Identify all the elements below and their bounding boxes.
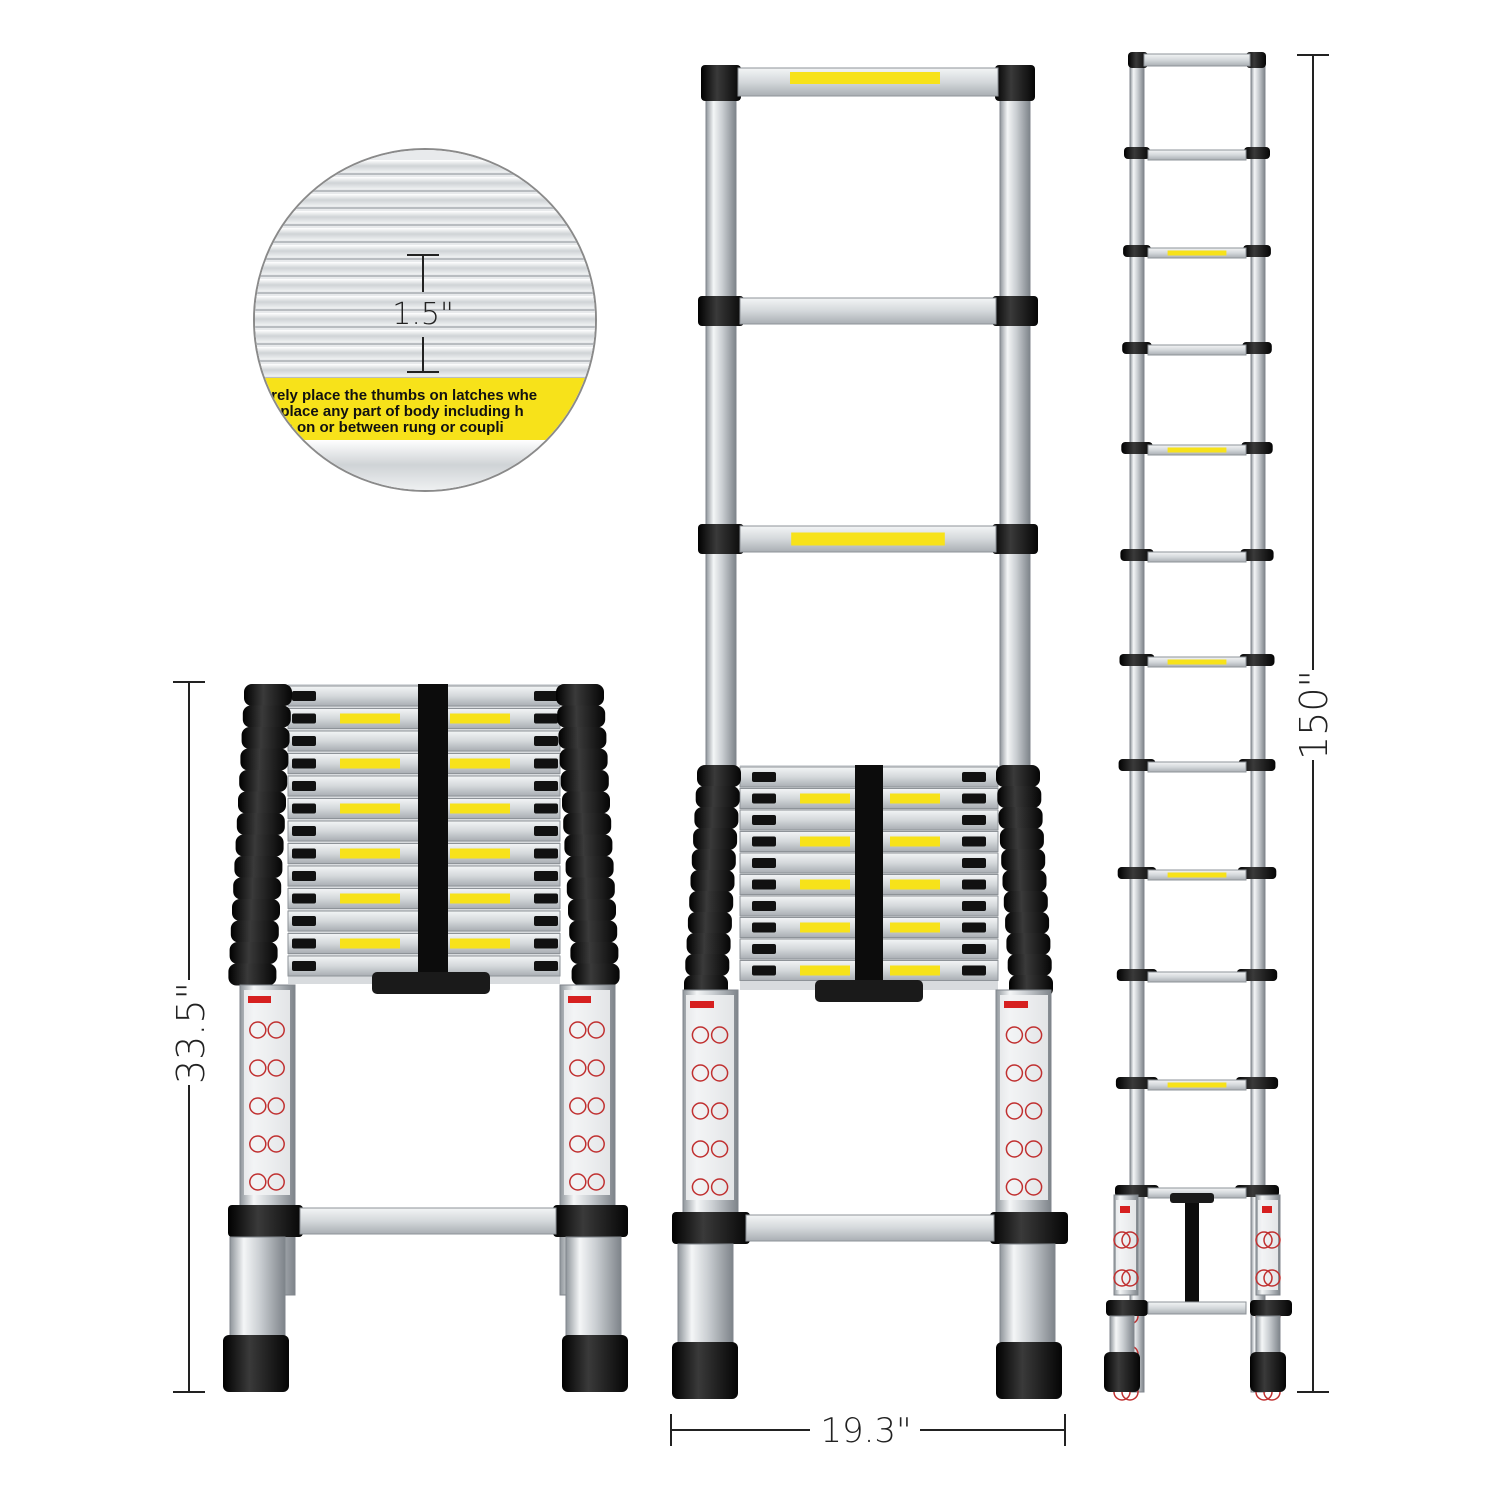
rung-collar: [1240, 549, 1274, 561]
rung-zoom-detail: urely place the thumbs on latches whe ot…: [253, 148, 597, 492]
rung-collar: [1243, 245, 1271, 257]
warning-label-icon: [791, 532, 945, 546]
rung-collar: [1120, 549, 1154, 561]
ladder-rung: [1147, 344, 1247, 356]
rung-collar: [698, 296, 744, 326]
rung-collar: [1239, 654, 1275, 666]
rung-collar: [701, 65, 741, 101]
rung-collar: [228, 1205, 303, 1237]
rung-collar: [1116, 969, 1158, 981]
safety-panel: [686, 995, 734, 1200]
ladder-foot: [672, 1342, 738, 1399]
collapsed-height-label: 33.5": [169, 982, 213, 1084]
rung-collar: [1241, 442, 1273, 454]
zoom-warning-label: [255, 378, 595, 440]
collapsed-ladder: [223, 684, 628, 1392]
rung-collar: [672, 1212, 750, 1244]
rung-collar: [1118, 759, 1156, 771]
safety-panel: [564, 990, 610, 1195]
rung-collar: [1117, 867, 1157, 879]
partially-extended-ladder: [672, 65, 1068, 1399]
rung-collar: [1121, 442, 1153, 454]
rung-collar: [1250, 1300, 1292, 1316]
ladder-rung: [745, 1214, 995, 1242]
rung-collar: [1236, 969, 1278, 981]
rung-collar: [1242, 342, 1272, 354]
fully-extended-ladder: [1104, 52, 1292, 1401]
rung-collar: [1119, 654, 1155, 666]
ladder-rung: [1147, 971, 1247, 983]
ladder-foot: [1104, 1352, 1140, 1392]
rung-collar: [1124, 147, 1150, 159]
strap-icon: [1185, 1195, 1199, 1305]
strap-icon: [855, 765, 883, 985]
rung-collar: [990, 1212, 1068, 1244]
zoom-label-line2: ot place any part of body including h: [262, 403, 524, 420]
ladder-rung: [739, 297, 997, 325]
ladder-rung: [299, 1207, 557, 1235]
rung-collar: [1128, 52, 1148, 68]
ladder-foot: [562, 1335, 628, 1392]
warning-label-icon: [1167, 1082, 1227, 1088]
ladder-foot: [996, 1342, 1062, 1399]
rung-collar: [992, 524, 1038, 554]
rung-collar: [1246, 52, 1266, 68]
rung-collar: [1122, 342, 1152, 354]
ladder-rung: [1147, 761, 1247, 773]
ladder-rung: [1143, 53, 1251, 67]
warning-label-icon: [1167, 447, 1227, 453]
safety-panel: [1116, 1200, 1136, 1290]
rung-collar: [995, 65, 1035, 101]
extended-height-label: 150": [1292, 670, 1336, 760]
ladder-foot: [223, 1335, 289, 1392]
ladder-rung: [1147, 1301, 1247, 1315]
rung-collar: [1238, 759, 1276, 771]
zoom-label-line3: mbs on or between rung or coupli: [262, 419, 504, 436]
rung-depth-label: 1.5": [392, 297, 454, 332]
ladder-rung: [1147, 149, 1247, 161]
rung-collar: [698, 524, 744, 554]
warning-label-icon: [1167, 250, 1227, 256]
rung-collar: [1123, 245, 1151, 257]
width-label: 19.3": [820, 1411, 911, 1451]
ruler-icon: [407, 254, 439, 373]
rung-collar: [1237, 867, 1277, 879]
rung-collar: [992, 296, 1038, 326]
warning-label-icon: [1167, 872, 1227, 878]
ladder-foot: [1250, 1352, 1286, 1392]
safety-panel: [244, 990, 290, 1195]
safety-panel: [1258, 1200, 1278, 1290]
rung-collar: [1244, 147, 1270, 159]
zoom-label-line1: urely place the thumbs on latches whe: [262, 387, 537, 404]
warning-label-icon: [1167, 659, 1227, 665]
rung-collar: [553, 1205, 628, 1237]
safety-panel: [1000, 995, 1048, 1200]
rung-collar: [1106, 1300, 1148, 1316]
strap-icon: [418, 684, 448, 974]
ladder-rung: [1147, 551, 1247, 563]
